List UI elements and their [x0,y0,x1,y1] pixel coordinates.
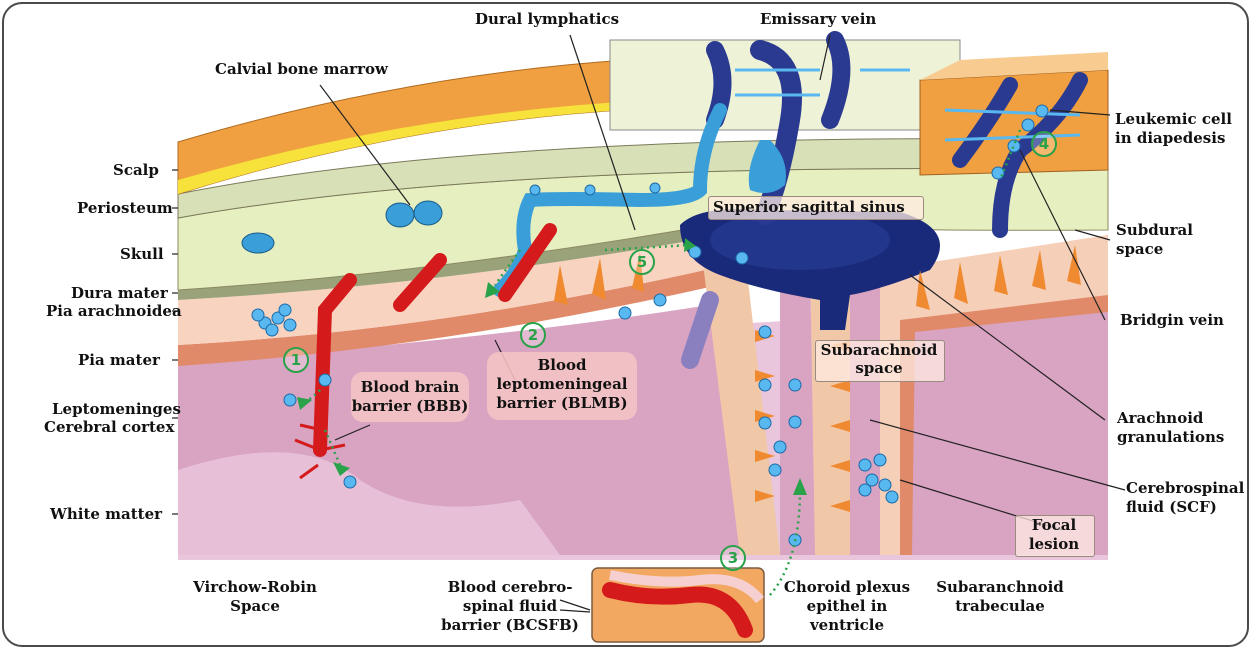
route-marker-2: 2 [520,322,546,348]
label-superior-sagittal-sinus: Superior sagittal sinus [713,198,905,216]
label-bcsfb-3: barrier (BCSFB) [430,616,590,634]
route-marker-4: 4 [1031,131,1057,157]
label-pia-arachnoidea: Pia arachnoidea [46,302,182,320]
label-subarachnoid: Subarachnoid [815,341,943,359]
label-subdural: Subdural [1116,221,1193,239]
label-dura-mater: Dura mater [71,284,168,302]
label-virchow-robin: Virchow-Robin [185,578,325,596]
label-granulations: granulations [1117,428,1224,446]
label-bbb-2: barrier (BBB) [351,397,469,415]
label-emissary-vein: Emissary vein [760,10,876,28]
label-periosteum: Periosteum [77,199,173,217]
label-subarachnoid-space: space [815,359,943,377]
label-blmb-1: Blood [487,356,637,374]
route-marker-3: 3 [720,545,746,571]
label-arachnoid: Arachnoid [1117,409,1203,427]
label-subdural-space: space [1116,240,1163,258]
label-cerebrospinal: Cerebrospinal [1126,479,1244,497]
label-dural-lymphatics: Dural lymphatics [475,10,619,28]
label-blmb-2: leptomeningeal [487,375,637,393]
label-focal: Focal [1015,516,1093,534]
label-cerebral-cortex: Cerebral cortex [44,418,174,436]
label-blmb-3: barrier (BLMB) [487,394,637,412]
label-trabeculae-1: Subaranchnoid [925,578,1075,596]
label-virchow-space: Space [185,597,325,615]
label-leukemic-cell: Leukemic cell [1115,110,1232,128]
label-choroid-2: epithel in [772,597,922,615]
label-choroid-1: Choroid plexus [772,578,922,596]
label-skull: Skull [120,245,164,263]
label-bcsfb-1: Blood cerebro- [430,578,590,596]
label-bcsfb-2: spinal fluid [430,597,590,615]
label-in-diapedesis: in diapedesis [1115,129,1225,147]
label-lesion: lesion [1015,535,1093,553]
label-fluid-scf: fluid (SCF) [1126,498,1217,516]
label-calvial-bone-marrow: Calvial bone marrow [215,60,388,78]
label-choroid-3: ventricle [772,616,922,634]
route-marker-5: 5 [629,249,655,275]
label-pia-mater: Pia mater [78,351,160,369]
label-leptomeninges: Leptomeninges [52,400,181,418]
sulcus-gap [780,260,815,555]
label-bbb-1: Blood brain [351,378,469,396]
label-scalp: Scalp [113,161,159,179]
label-bridgin-vein: Bridgin vein [1120,311,1224,329]
label-trabeculae-2: trabeculae [925,597,1075,615]
label-white-matter: White matter [50,505,162,523]
route-marker-1: 1 [283,347,309,373]
